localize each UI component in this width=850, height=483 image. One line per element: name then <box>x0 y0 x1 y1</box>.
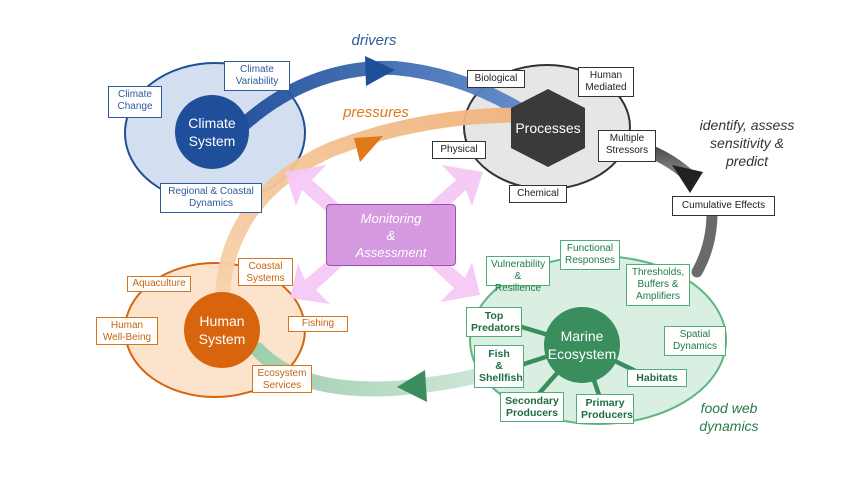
coastal-systems-box: Coastal Systems <box>238 258 293 286</box>
identify-arrowhead <box>672 165 703 193</box>
regional-coastal-box: Regional & Coastal Dynamics <box>160 183 262 213</box>
aquaculture-box: Aquaculture <box>127 276 191 292</box>
pink-arrow-down-right <box>428 255 480 302</box>
ecosystem-services-box: Ecosystem Services <box>252 365 312 393</box>
processes-hexagon <box>511 89 585 167</box>
spatial-dynamics-box: Spatial Dynamics <box>664 326 726 356</box>
human-mediated-box: Human Mediated <box>578 67 634 97</box>
habitats-box[interactable]: Habitats <box>627 369 687 387</box>
marine-hub-label: Marine Ecosystem <box>547 328 617 362</box>
pink-arrow-up-right <box>428 165 483 215</box>
multiple-stressors-box: Multiple Stressors <box>598 130 656 162</box>
food-web-arrowhead <box>397 370 427 402</box>
climate-change-box: Climate Change <box>108 86 162 118</box>
functional-responses-box: Functional Responses <box>560 240 620 270</box>
cumulative-effects-box: Cumulative Effects <box>672 196 775 216</box>
human-hub-label: Human System <box>198 313 246 347</box>
climate-hub-circle <box>175 95 249 169</box>
monitoring-assessment-box: Monitoring & Assessment <box>326 204 456 266</box>
monitoring-arrows <box>285 165 483 304</box>
pink-arrow-down-left <box>290 257 342 304</box>
pressures-label: pressures <box>343 104 409 121</box>
primary-producers-box[interactable]: Primary Producers <box>576 394 634 424</box>
identify-arrow-lower <box>691 207 718 278</box>
pressures-arrowhead <box>354 136 383 162</box>
food-web-label: food web dynamics <box>699 400 759 434</box>
identify-label: identify, assess sensitivity & predict <box>699 117 795 169</box>
pink-arrow-up-left <box>285 165 340 215</box>
secondary-producers-box[interactable]: Secondary Producers <box>500 392 564 422</box>
drivers-arrow-band <box>235 60 527 133</box>
fish-shellfish-box[interactable]: Fish & Shellfish <box>474 345 524 388</box>
human-well-being-box: Human Well-Being <box>96 317 158 345</box>
vulnerability-resilience-box: Vulnerability & Resilience <box>486 256 550 294</box>
biological-box: Biological <box>467 70 525 88</box>
drivers-label: drivers <box>351 32 397 49</box>
climate-variability-box: Climate Variability <box>224 61 290 91</box>
physical-box: Physical <box>432 141 486 159</box>
human-hub-circle <box>184 292 260 368</box>
climate-hub-label: Climate System <box>188 115 236 149</box>
drivers-arrowhead <box>365 56 395 86</box>
chemical-box: Chemical <box>509 185 567 203</box>
processes-hub-label: Processes <box>515 120 581 136</box>
thresholds-box: Thresholds, Buffers & Amplifiers <box>626 264 690 306</box>
pressures-arrow-band <box>214 107 528 320</box>
top-predators-box[interactable]: Top Predators <box>466 307 522 337</box>
fishing-box: Fishing <box>288 316 348 332</box>
marine-hub-circle <box>544 307 620 383</box>
